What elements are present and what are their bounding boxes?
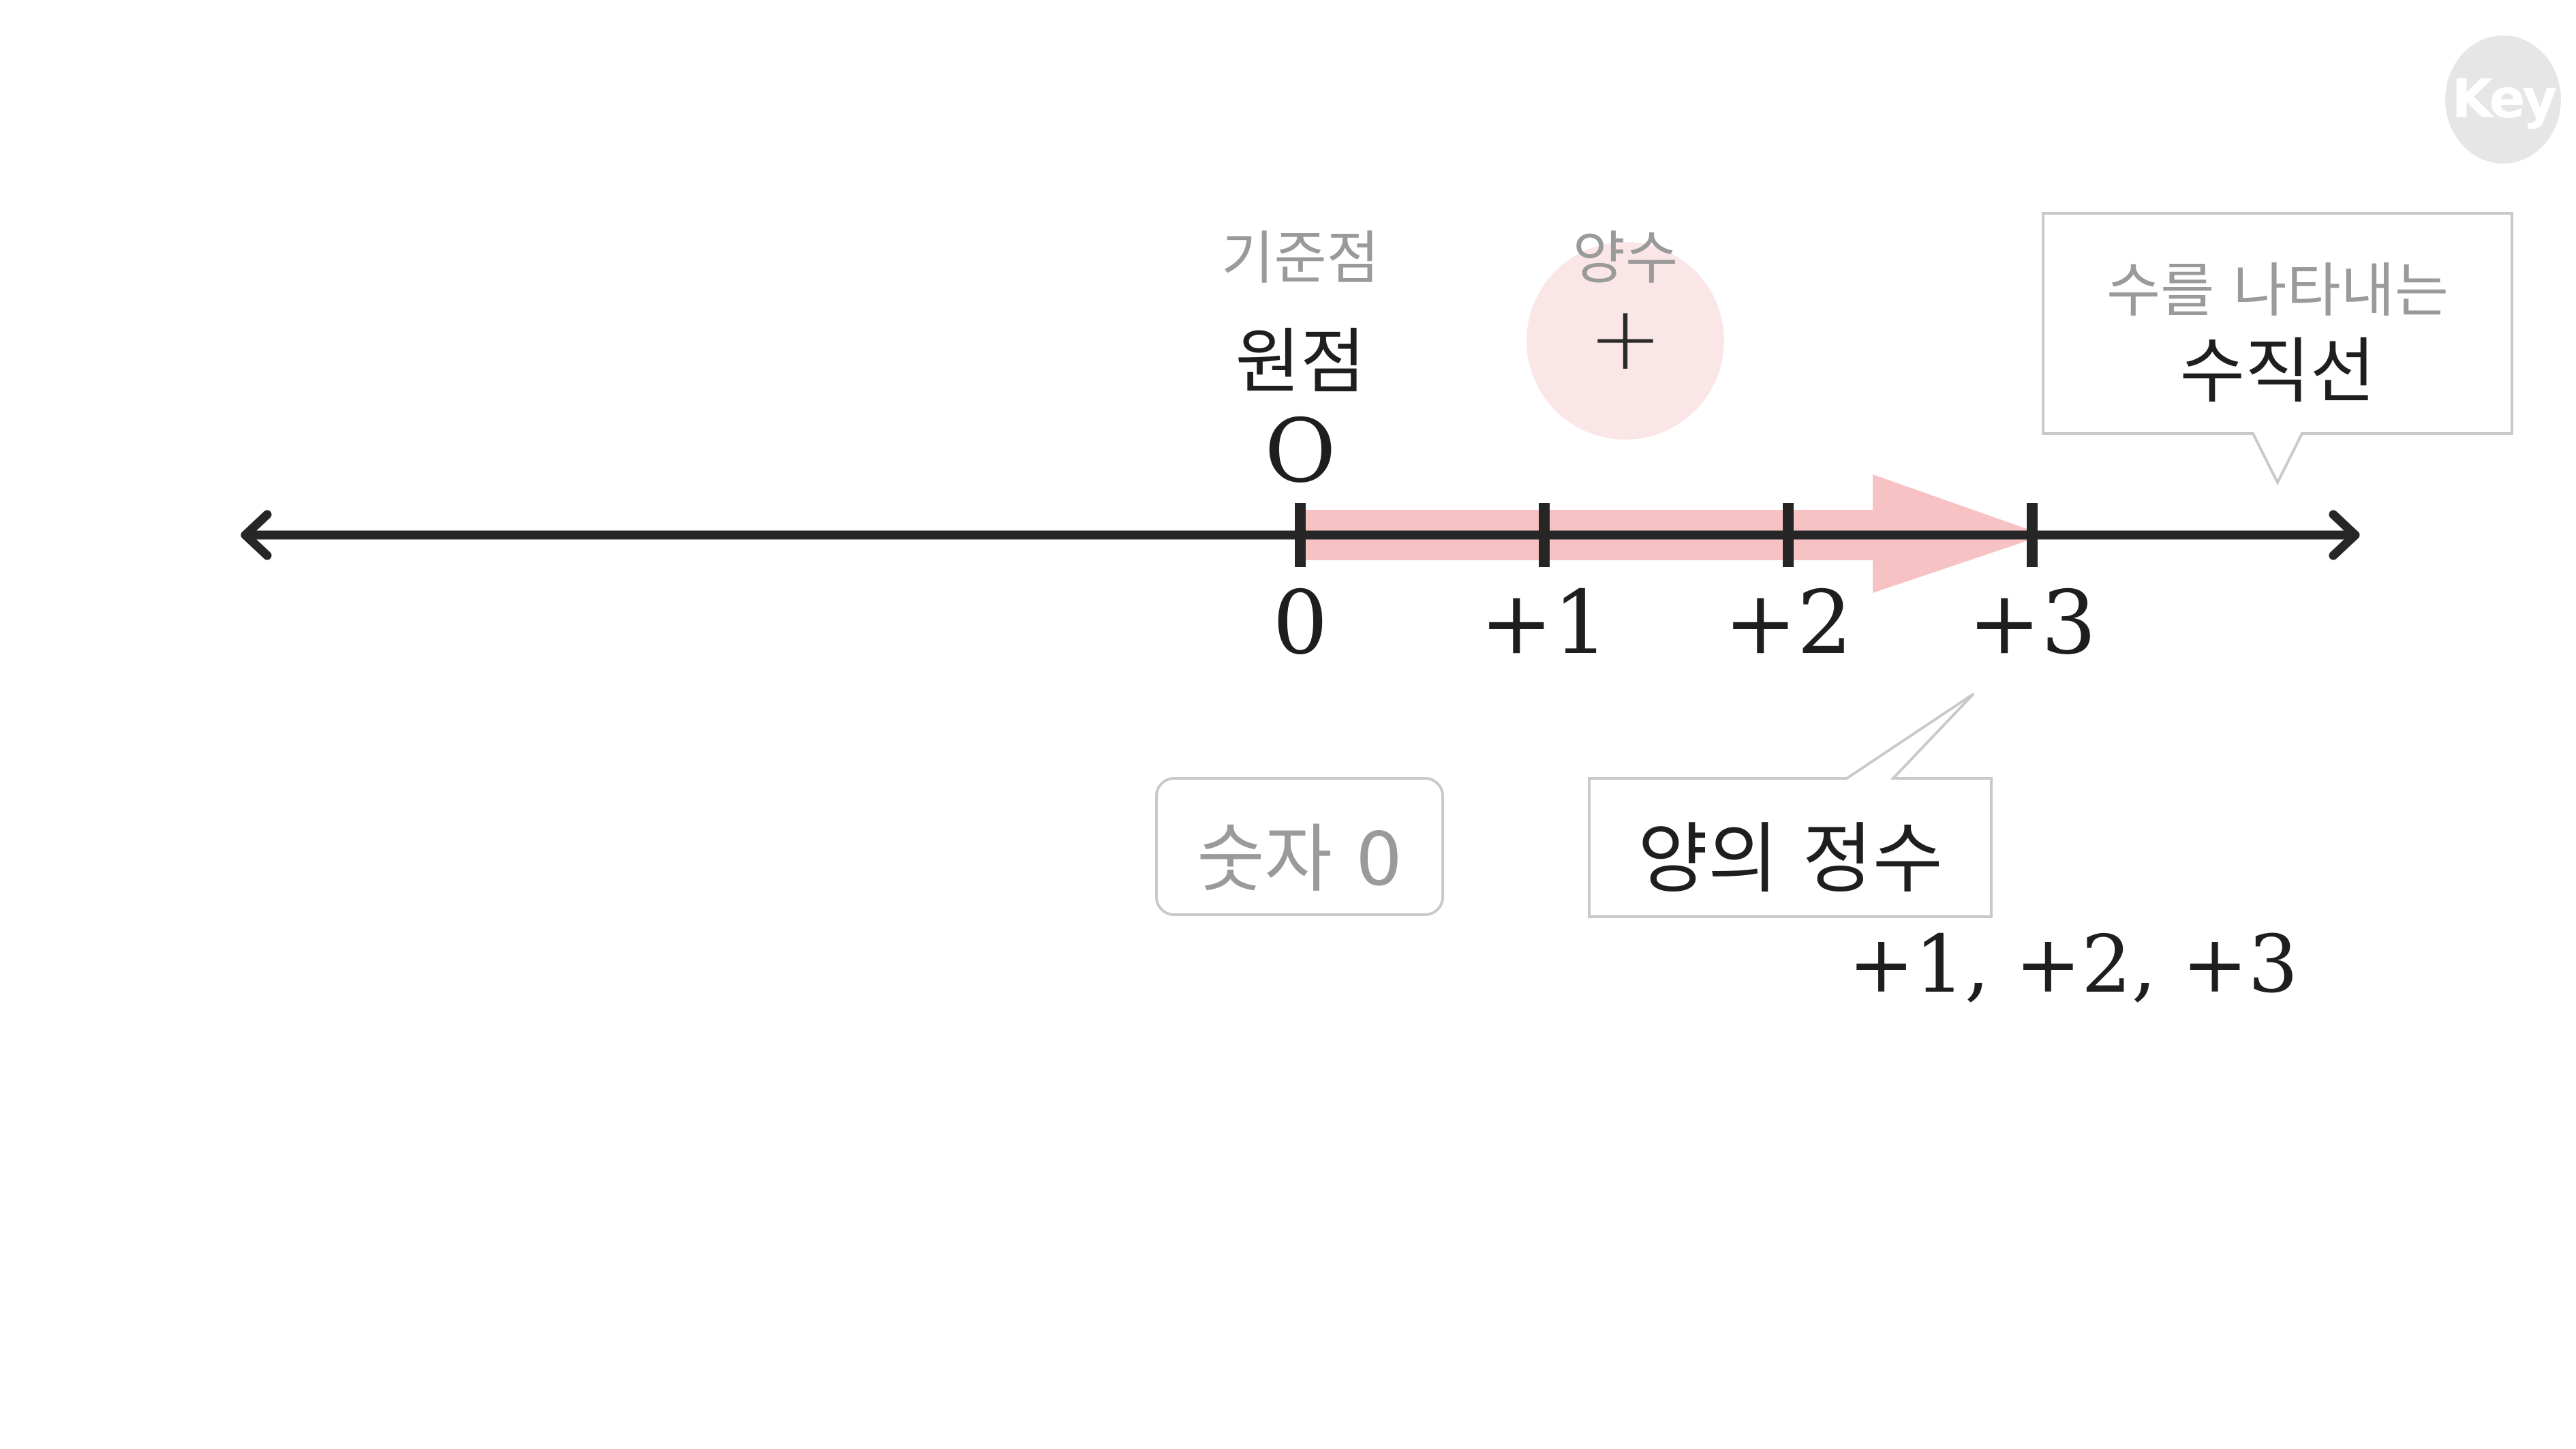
positive-integer-callout: [1588, 692, 1993, 918]
tick-label-3: +3: [1967, 573, 2097, 674]
left-arrowhead: [241, 510, 272, 560]
origin-main-label: 원점: [1235, 320, 1366, 403]
zero-box: [1155, 777, 1444, 916]
origin-letter: O: [1264, 401, 1336, 502]
key-logo-text: Key: [2451, 69, 2558, 130]
number-line-callout: [2042, 212, 2513, 486]
callout-line2: 수직선: [2179, 330, 2376, 413]
origin-sub-label: 기준점: [1221, 225, 1379, 292]
positive-integer-label: 양의 정수: [1638, 815, 1943, 904]
right-arrowhead: [2329, 510, 2360, 560]
positive-sub-label: 양수: [1572, 225, 1678, 292]
key-logo: Key: [2445, 35, 2561, 164]
positive-sign: +: [1588, 286, 1663, 390]
positive-sign-circle: [1527, 242, 1724, 440]
positive-integers-list: +1, +2, +3: [1848, 919, 2299, 1011]
callout-line1: 수를 나타내는: [2106, 257, 2449, 325]
zero-box-label: 숫자 0: [1197, 817, 1402, 902]
tick-label-2: +2: [1723, 573, 1853, 674]
tick-label-0: 0: [1272, 573, 1328, 674]
tick-label-1: +1: [1479, 573, 1609, 674]
